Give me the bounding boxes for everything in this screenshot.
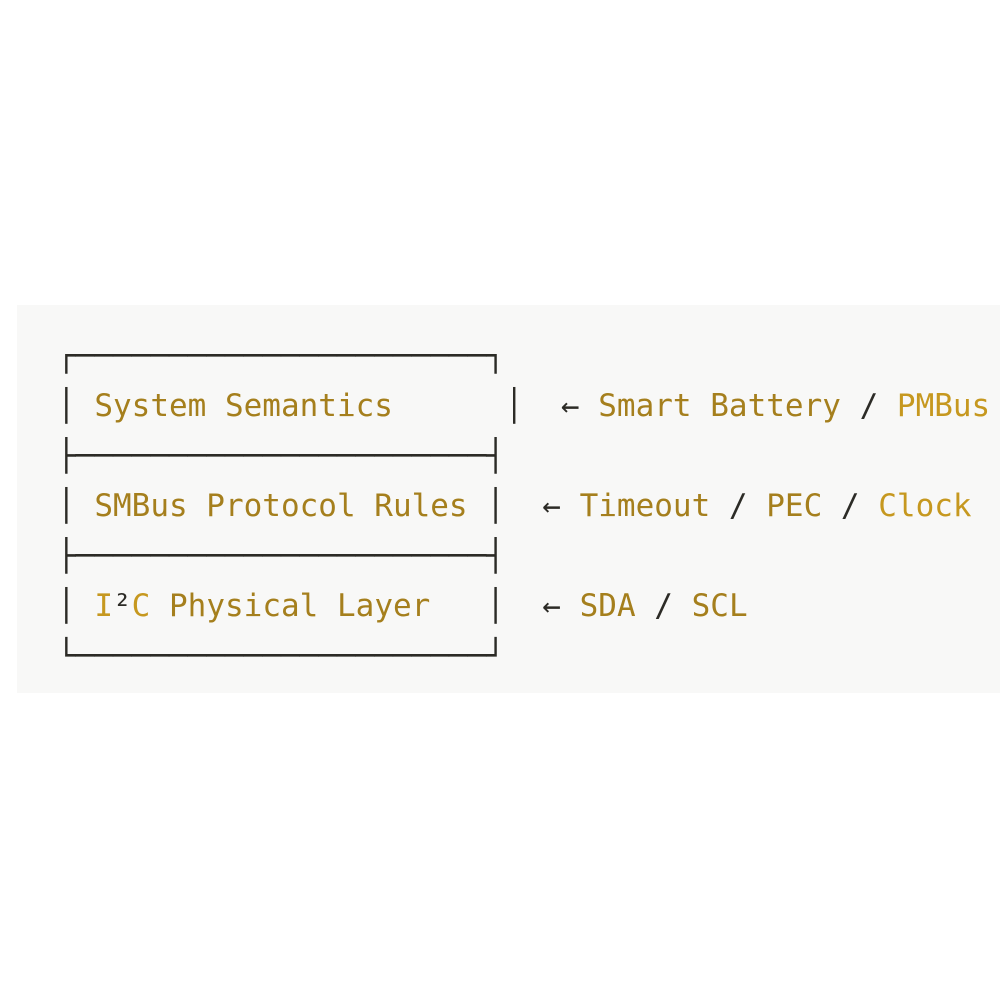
diagram-text-segment: PEC: [766, 488, 823, 524]
diagram-text-segment: └──────────────────────┘: [57, 638, 505, 674]
layer-row-smbus-protocol-rules: │ SMBus Protocol Rules │ ← Timeout / PEC…: [57, 481, 990, 531]
diagram-text-segment: /: [635, 588, 692, 624]
diagram-text-segment: SDA: [579, 588, 636, 624]
diagram-text-segment: │: [57, 388, 95, 424]
diagram-text-segment: ²: [113, 588, 132, 624]
diagram-text-segment: SMBus Protocol Rules: [94, 488, 468, 524]
diagram-text-segment: System Semantics: [94, 388, 393, 424]
diagram-text-segment: PMBus: [896, 388, 991, 424]
diagram-text-segment: I: [94, 588, 113, 624]
diagram-text-segment: /: [840, 388, 897, 424]
diagram-text-segment: /: [710, 488, 767, 524]
diagram-text-segment: Smart Battery: [598, 388, 841, 424]
box-divider-lower: ├──────────────────────┤: [57, 531, 990, 581]
box-top-border: ┌──────────────────────┐: [57, 331, 990, 381]
diagram-text-segment: ├──────────────────────┤: [57, 538, 505, 574]
diagram-text-segment: │ ←: [430, 588, 580, 624]
box-divider-upper: ├──────────────────────┤: [57, 431, 990, 481]
diagram-text-segment: Physical Layer: [169, 588, 431, 624]
diagram-text-segment: /: [822, 488, 879, 524]
layer-row-i2c-physical-layer: │ I²C Physical Layer │ ← SDA / SCL: [57, 581, 990, 631]
layer-row-system-semantics: │ System Semantics │ ← Smart Battery / P…: [57, 381, 990, 431]
diagram-text-segment: ├──────────────────────┤: [57, 438, 505, 474]
diagram-text-segment: │: [57, 488, 95, 524]
diagram-text-segment: │: [57, 588, 95, 624]
diagram-text-segment: [150, 588, 169, 624]
diagram-text-segment: ┌──────────────────────┐: [57, 338, 505, 374]
diagram-text-segment: Timeout: [579, 488, 711, 524]
diagram-text-segment: │ ←: [467, 488, 580, 524]
ascii-stack-diagram: ┌──────────────────────┐ │ System Semanti…: [57, 331, 990, 681]
diagram-text-segment: Clock: [878, 488, 972, 524]
diagram-text-segment: │ ←: [392, 388, 599, 424]
content-panel: ┌──────────────────────┐ │ System Semanti…: [17, 305, 1000, 693]
box-bottom-border: └──────────────────────┘: [57, 631, 990, 681]
diagram-text-segment: SCL: [691, 588, 748, 624]
diagram-text-segment: C: [131, 588, 151, 624]
